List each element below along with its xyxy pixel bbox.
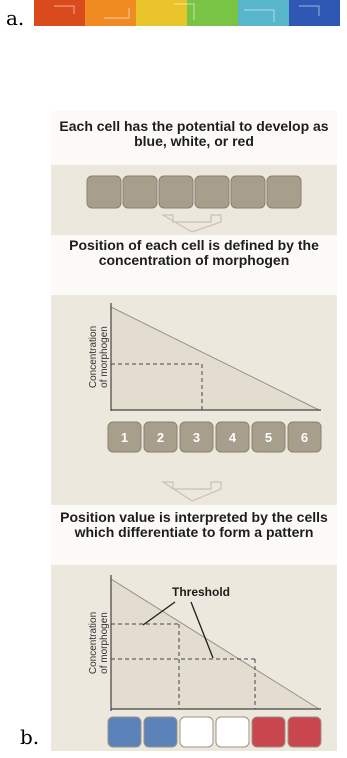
strip-contour-line bbox=[174, 3, 195, 20]
numbered-cell bbox=[107, 421, 142, 453]
label-a: a. bbox=[6, 6, 25, 30]
y-axis-label-line1: Concentration bbox=[88, 612, 99, 674]
numbered-cell bbox=[143, 421, 178, 453]
strip-color-block bbox=[85, 0, 137, 26]
numbered-cell-label: 2 bbox=[157, 430, 164, 445]
numbered-cell-label: 5 bbox=[265, 430, 272, 445]
strip-contour-line bbox=[104, 8, 130, 19]
numbered-cell bbox=[287, 421, 322, 453]
section2-band bbox=[51, 235, 337, 295]
strip-color-block bbox=[289, 0, 340, 26]
plain-cell bbox=[230, 175, 266, 209]
threshold-label: Threshold bbox=[172, 585, 230, 599]
threshold-pointer-2 bbox=[190, 601, 214, 659]
pattern-cell-red bbox=[251, 716, 286, 748]
y-axis-label-line2: of morphogen bbox=[99, 326, 110, 388]
pattern-cell-blue bbox=[107, 716, 142, 748]
strip-contour-line bbox=[54, 5, 75, 14]
plain-cell bbox=[86, 175, 122, 209]
section1-band bbox=[51, 111, 337, 165]
plain-cell bbox=[122, 175, 158, 209]
pattern-cell-blue bbox=[143, 716, 178, 748]
numbered-cell bbox=[251, 421, 286, 453]
color-strip bbox=[34, 0, 340, 26]
strip-contour-line bbox=[299, 5, 320, 16]
numbered-cell bbox=[179, 421, 214, 453]
strip-contour-line bbox=[244, 9, 275, 22]
down-arrow-2 bbox=[160, 481, 222, 502]
morphogen-diagram-panel: Each cell has the potential to develop a… bbox=[51, 111, 337, 751]
strip-color-block bbox=[136, 0, 188, 26]
pattern-cell-red bbox=[287, 716, 322, 748]
label-b: b. bbox=[20, 725, 40, 749]
gradient-line bbox=[110, 578, 320, 710]
section3-band bbox=[51, 505, 337, 565]
plain-cell bbox=[266, 175, 302, 209]
section1-title: Each cell has the potential to develop a… bbox=[59, 118, 329, 149]
section3-title: Position value is interpreted by the cel… bbox=[60, 509, 328, 540]
down-arrow-1 bbox=[160, 214, 222, 233]
plain-cell bbox=[194, 175, 230, 209]
y-axis-label-line2: of morphogen bbox=[99, 612, 110, 674]
section2-title: Position of each cell is defined by the … bbox=[69, 237, 319, 268]
gradient-line bbox=[110, 306, 320, 411]
pattern-cell-white bbox=[179, 716, 214, 748]
strip-color-block bbox=[238, 0, 290, 26]
strip-color-block bbox=[34, 0, 86, 26]
numbered-cell-label: 1 bbox=[121, 430, 128, 445]
strip-color-block bbox=[187, 0, 239, 26]
numbered-cell-label: 6 bbox=[301, 430, 308, 445]
plain-cell-row bbox=[86, 175, 302, 209]
y-axis-label-line1: Concentration bbox=[88, 326, 99, 388]
pattern-cell-white bbox=[215, 716, 250, 748]
numbered-cell-label: 3 bbox=[193, 430, 200, 445]
numbered-cell bbox=[215, 421, 250, 453]
numbered-cell-label: 4 bbox=[229, 430, 237, 445]
plain-cell bbox=[158, 175, 194, 209]
threshold-pointer-1 bbox=[142, 601, 176, 626]
